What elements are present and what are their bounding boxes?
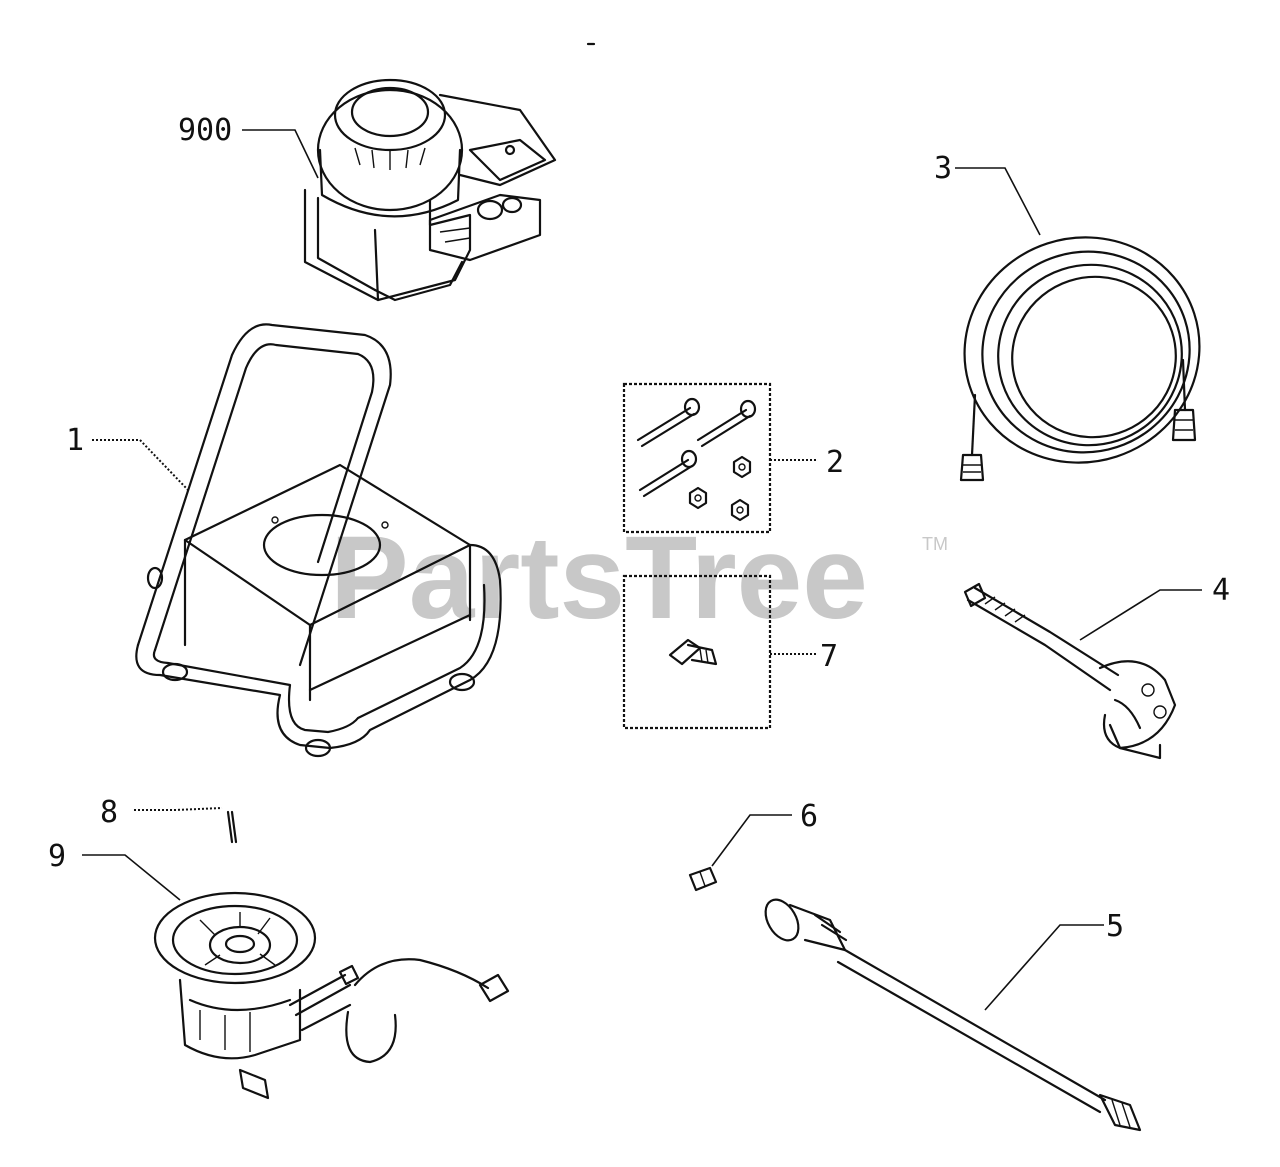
engine-icon[interactable] (303, 78, 557, 302)
callout-6[interactable]: 6 (800, 799, 818, 834)
callout-9[interactable]: 9 (48, 839, 66, 874)
callout-7[interactable]: 7 (820, 639, 838, 674)
nozzle-icon[interactable] (688, 866, 718, 892)
callout-5[interactable]: 5 (1106, 909, 1124, 944)
hose-icon[interactable] (935, 207, 1229, 493)
watermark-trademark: TM (922, 534, 948, 554)
leader-1 (92, 439, 189, 491)
callout-8[interactable]: 8 (100, 795, 118, 830)
frame-icon[interactable] (135, 323, 502, 758)
leader-9 (82, 854, 181, 901)
spray-wand-icon[interactable] (759, 894, 1142, 1132)
callout-900[interactable]: 900 (178, 113, 232, 148)
fitting-kit-icon[interactable] (622, 574, 772, 730)
spray-gun-icon[interactable] (963, 582, 1177, 760)
leader-6 (711, 814, 792, 867)
leader-900 (242, 129, 319, 179)
callout-1[interactable]: 1 (66, 423, 84, 458)
hardware-kit-icon[interactable] (622, 382, 772, 534)
pin-icon[interactable] (226, 810, 238, 844)
watermark-brand: PartsTree (330, 512, 868, 644)
leader-5 (984, 924, 1104, 1011)
pump-icon[interactable] (153, 891, 510, 1100)
callout-3[interactable]: 3 (934, 151, 952, 186)
leader-4 (1079, 589, 1202, 641)
leader-8 (134, 807, 223, 811)
callout-2[interactable]: 2 (826, 445, 844, 480)
callout-4[interactable]: 4 (1212, 573, 1230, 608)
leader-3 (955, 167, 1041, 236)
